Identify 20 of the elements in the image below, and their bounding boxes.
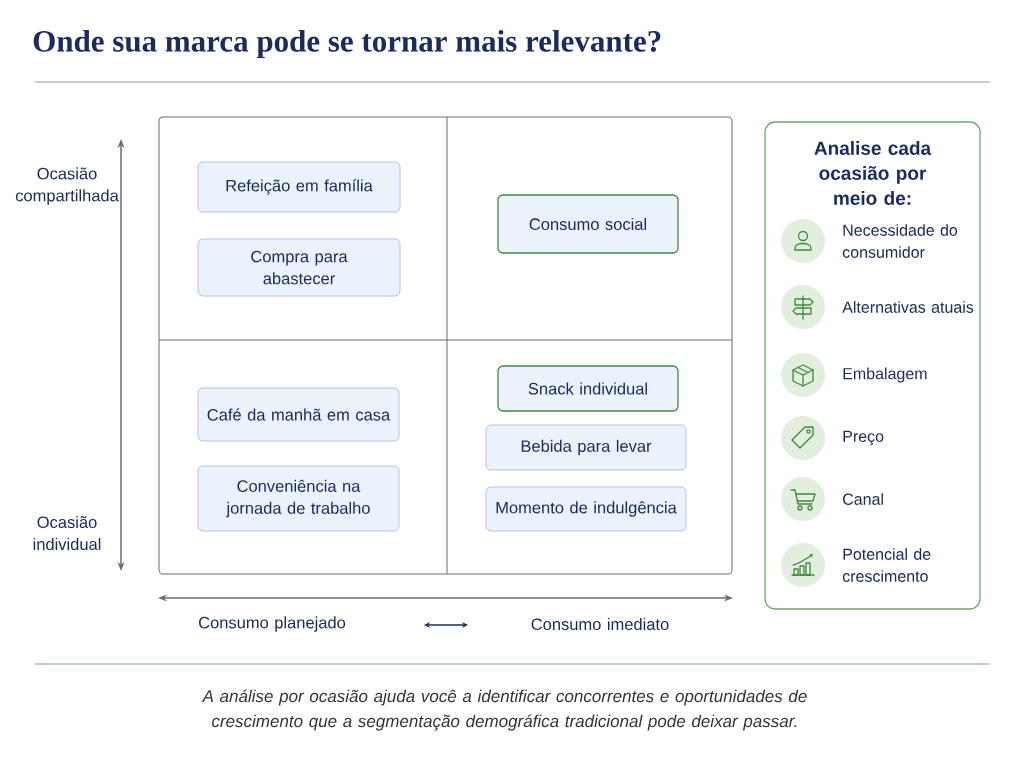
axis-label: Consumo imediato	[531, 617, 669, 631]
occasion-box: Consumo social	[497, 194, 679, 254]
criterion-label: Necessidade do consumidor	[842, 224, 958, 258]
criterion-label: Alternativas atuais	[842, 301, 974, 313]
caption: A análise por ocasião ajuda você a identificar concorrentes e oportunidades de crescimento que a segmentação demográfica tradicional pode deixar passar.	[201, 689, 807, 731]
occasion-box: Compra para abastecer	[197, 238, 401, 297]
axis-label: Ocasião individual	[33, 515, 101, 551]
criterion-label: Embalagem	[843, 367, 927, 383]
axis-label: Ocasião compartilhada	[15, 167, 119, 205]
occasion-box: Momento de indulgência	[485, 486, 687, 532]
criterion-label: Preço	[843, 430, 884, 446]
criterion-label: Potencial de crescimento	[842, 548, 931, 582]
occasion-box: Snack individual	[497, 365, 679, 412]
occasion-box: Refeição em família	[197, 161, 401, 213]
title: Onde sua marca pode se tornar mais relevante?	[33, 29, 661, 59]
criterion-label: Canal	[843, 493, 883, 505]
axis-label: Consumo planejado	[199, 616, 346, 632]
occasion-box: Bebida para levar	[485, 424, 687, 471]
occasion-box: Conveniência na jornada de trabalho	[197, 465, 400, 532]
occasion-box: Café da manhã em casa	[197, 387, 400, 442]
